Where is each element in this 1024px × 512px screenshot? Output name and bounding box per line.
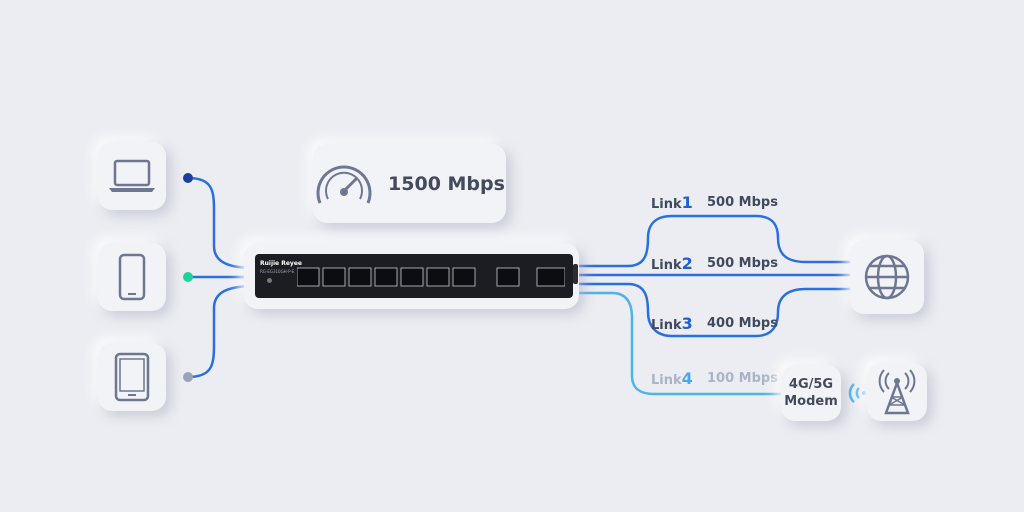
ethernet-port	[536, 267, 565, 287]
laptop-card	[98, 142, 166, 210]
link1-speed: 500 Mbps	[707, 195, 778, 210]
laptop-dot	[183, 173, 193, 183]
link1-label: Link1	[651, 193, 693, 212]
ethernet-port	[322, 267, 346, 287]
phone-dot	[183, 272, 193, 282]
phone-card	[98, 243, 166, 311]
ethernet-port	[374, 267, 398, 287]
tablet-dot	[183, 372, 193, 382]
speed-value: 1500 Mbps	[388, 172, 505, 195]
ethernet-ports	[297, 267, 565, 287]
status-led	[267, 278, 272, 283]
ethernet-port	[400, 267, 424, 287]
ethernet-port	[348, 267, 372, 287]
ethernet-port	[297, 267, 320, 287]
speed-card: 1500 Mbps	[313, 144, 506, 223]
link3-speed: 400 Mbps	[707, 316, 778, 331]
ethernet-port	[426, 267, 450, 287]
router-device: Ruijie Reyee RG-EG310GH-P-E	[255, 254, 578, 298]
ethernet-port	[496, 267, 520, 287]
link3-label: Link3	[651, 314, 693, 333]
modem-line1: 4G/5G	[788, 377, 834, 392]
tower-card	[867, 363, 927, 421]
link2-speed: 500 Mbps	[707, 256, 778, 271]
wire-laptop	[187, 176, 256, 270]
router-side-knob	[573, 264, 578, 284]
tablet-card	[98, 343, 166, 411]
tablet-icon	[114, 352, 150, 402]
link2-label: Link2	[651, 254, 693, 273]
wire-tablet	[187, 284, 256, 379]
modem-line2: Modem	[784, 394, 838, 409]
router-model: RG-EG310GH-P-E	[260, 269, 295, 274]
link4-label: Link4	[651, 369, 693, 388]
phone-icon	[118, 253, 146, 301]
cell-tower-icon	[878, 369, 916, 415]
speedometer-icon	[316, 165, 372, 204]
modem-card: 4G/5G Modem	[781, 365, 841, 421]
wire-link4	[573, 291, 784, 396]
wire-link1	[573, 214, 850, 268]
globe-icon	[864, 254, 910, 300]
wire-link3	[573, 282, 850, 338]
ethernet-port	[452, 267, 476, 287]
link4-speed: 100 Mbps	[707, 371, 778, 386]
laptop-icon	[109, 159, 155, 192]
internet-card	[850, 240, 924, 314]
wifi-signal-icon	[848, 383, 866, 403]
router-brand: Ruijie Reyee	[260, 260, 302, 267]
